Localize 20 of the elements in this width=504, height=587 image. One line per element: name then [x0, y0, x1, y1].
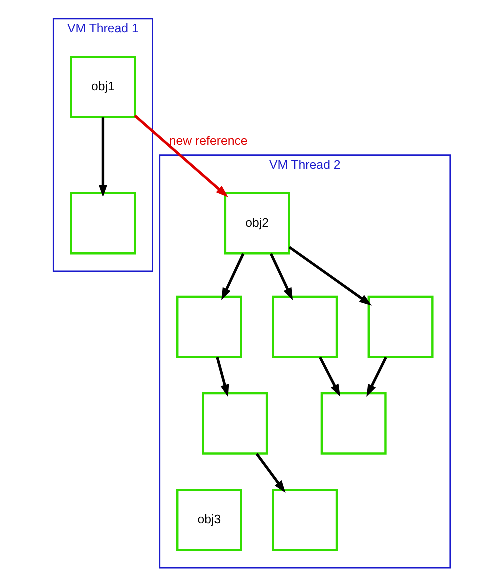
node-box [176, 296, 242, 358]
node-box [202, 392, 268, 455]
node-box [272, 296, 338, 358]
node-box: obj1 [70, 56, 136, 118]
node-box [320, 392, 387, 455]
node-box: obj2 [224, 192, 290, 255]
arrow [270, 253, 294, 301]
arrow [222, 253, 245, 301]
arrow [256, 453, 286, 494]
arrow [288, 246, 372, 306]
node-box [272, 489, 338, 552]
arrow [319, 356, 341, 397]
node-box [70, 192, 136, 255]
arrow [134, 114, 228, 198]
edge-label: new reference [169, 134, 248, 148]
arrow [366, 356, 388, 397]
node-box [368, 296, 434, 358]
arrow [98, 118, 108, 198]
arrow [216, 357, 230, 398]
node-box: obj3 [176, 489, 242, 552]
